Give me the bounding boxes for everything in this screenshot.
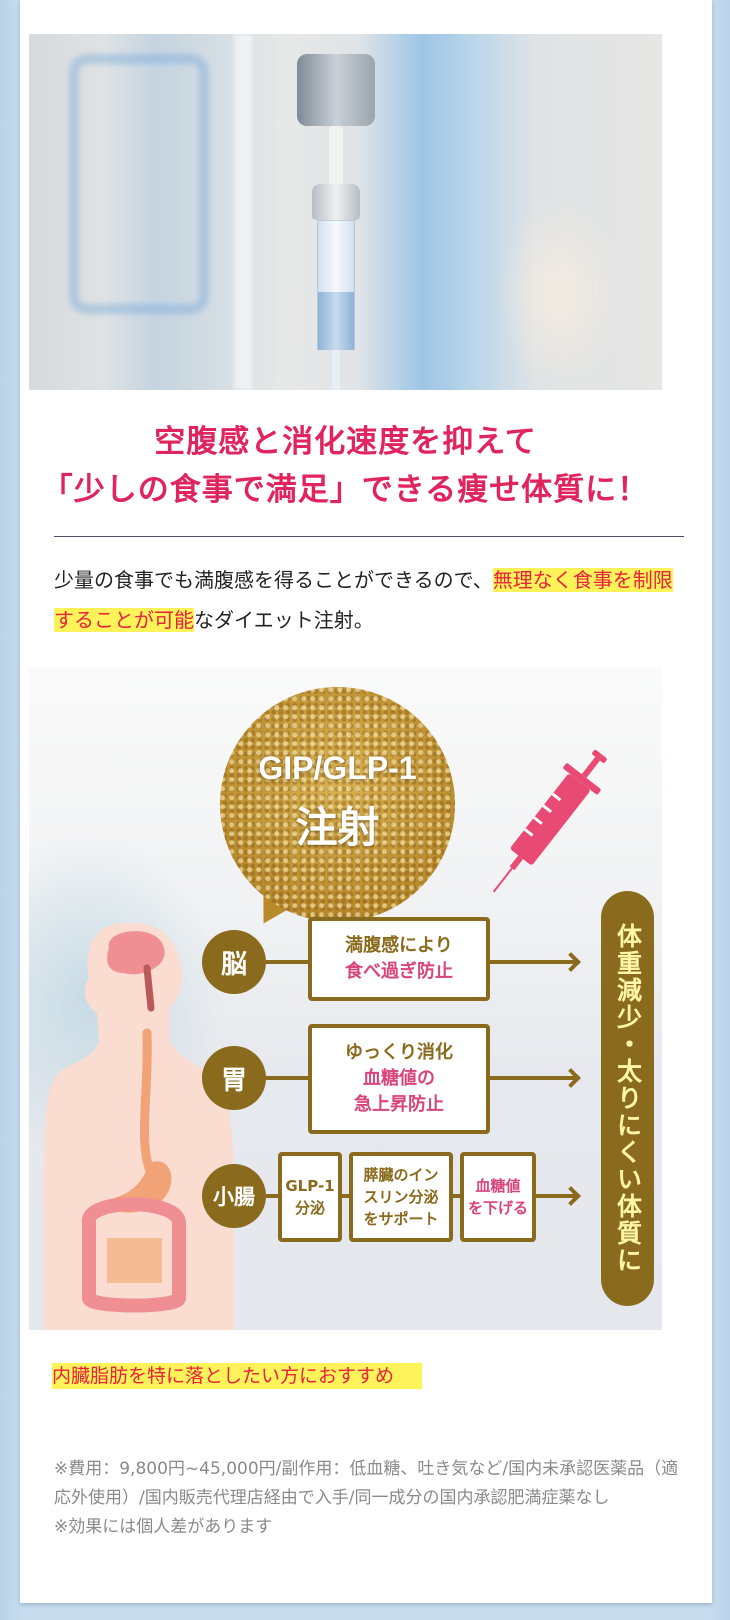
connector-line bbox=[266, 1076, 308, 1080]
hero-photo-iv-drip bbox=[29, 34, 662, 390]
iv-tube bbox=[332, 350, 340, 390]
lead-text-part1: 少量の食事でも満腹感を得ることができるので、 bbox=[54, 568, 493, 592]
organ-badge-small-intestine: 小腸 bbox=[202, 1164, 266, 1228]
result-pill: 体重減少・太りにくい体質に bbox=[601, 891, 654, 1306]
iv-liquid bbox=[318, 292, 354, 350]
bubble-subtitle: 注射 bbox=[295, 803, 380, 852]
effect-box-glp1: GLP-1 分泌 bbox=[278, 1152, 342, 1242]
effect-box-pancreas: 膵臓のイン スリン分泌 をサポート bbox=[349, 1152, 453, 1242]
human-body-illustration bbox=[44, 923, 234, 1330]
iv-cap bbox=[297, 54, 375, 126]
connector-line bbox=[453, 1194, 461, 1198]
speech-bubble-gold bbox=[220, 687, 455, 922]
connector-line bbox=[490, 1076, 578, 1080]
effect-box-blood-sugar: 血糖値 を下げる bbox=[460, 1152, 536, 1242]
connector-line bbox=[266, 960, 308, 964]
effect-blood-sugar-pink: 血糖値 を下げる bbox=[467, 1177, 528, 1217]
iv-pole bbox=[234, 34, 252, 390]
effect-brain-gold: 満腹感により bbox=[345, 935, 453, 956]
headline: 空腹感と消化速度を抑えて 「少しの食事で満足」できる痩せ体質に！ bbox=[29, 418, 662, 514]
effect-stomach-gold: ゆっくり消化 bbox=[345, 1042, 453, 1063]
arrow-right-icon bbox=[561, 1186, 581, 1206]
arrow-right-icon bbox=[561, 1068, 581, 1088]
connector-line bbox=[490, 960, 578, 964]
disclaimer-individual-difference: ※効果には個人差があります bbox=[54, 1517, 273, 1537]
lead-text: 少量の食事でも満腹感を得ることができるので、無理なく食事を制限することが可能なダ… bbox=[54, 560, 684, 640]
effect-brain-pink: 食べ過ぎ防止 bbox=[345, 961, 453, 982]
disclaimer-notes: ※費用：9,800円~45,000円/副作用：低血糖、吐き気など/国内未承認医薬… bbox=[54, 1455, 694, 1542]
connector-line bbox=[536, 1194, 578, 1198]
syringe-icon bbox=[492, 749, 607, 893]
effect-pancreas-gold: 膵臓のイン スリン分泌 をサポート bbox=[363, 1166, 439, 1228]
headline-line2: 「少しの食事で満足」できる痩せ体質に！ bbox=[41, 472, 650, 508]
connector-line bbox=[342, 1194, 350, 1198]
organ-badge-brain: 脳 bbox=[202, 930, 266, 994]
effect-box-stomach: ゆっくり消化 血糖値の 急上昇防止 bbox=[308, 1024, 490, 1134]
lead-text-part2: なダイエット注射。 bbox=[194, 608, 374, 632]
effect-box-brain: 満腹感により 食べ過ぎ防止 bbox=[308, 917, 490, 1001]
connector-line bbox=[266, 1194, 280, 1198]
divider bbox=[54, 536, 684, 537]
arrow-right-icon bbox=[561, 952, 581, 972]
headline-line1: 空腹感と消化速度を抑えて bbox=[154, 424, 537, 460]
organ-badge-stomach: 胃 bbox=[202, 1046, 266, 1110]
iv-chamber-top bbox=[312, 184, 360, 220]
effect-glp1-gold: GLP-1 分泌 bbox=[285, 1177, 335, 1217]
effect-stomach-pink: 血糖値の 急上昇防止 bbox=[354, 1068, 444, 1115]
iv-bag-blurred bbox=[69, 54, 209, 314]
recommend-highlight: 内臓脂肪を特に落としたい方におすすめ bbox=[52, 1363, 423, 1389]
result-text: 体重減少・太りにくい体質に bbox=[613, 923, 643, 1274]
mechanism-diagram: GIP/GLP-1 注射 脳 満腹感により 食べ過ぎ防止 bbox=[29, 668, 662, 1330]
bubble-title: GIP/GLP-1 bbox=[258, 750, 417, 786]
iv-connector bbox=[329, 126, 343, 186]
disclaimer-cost-side-effects: ※費用：9,800円~45,000円/副作用：低血糖、吐き気など/国内未承認医薬… bbox=[54, 1459, 679, 1508]
